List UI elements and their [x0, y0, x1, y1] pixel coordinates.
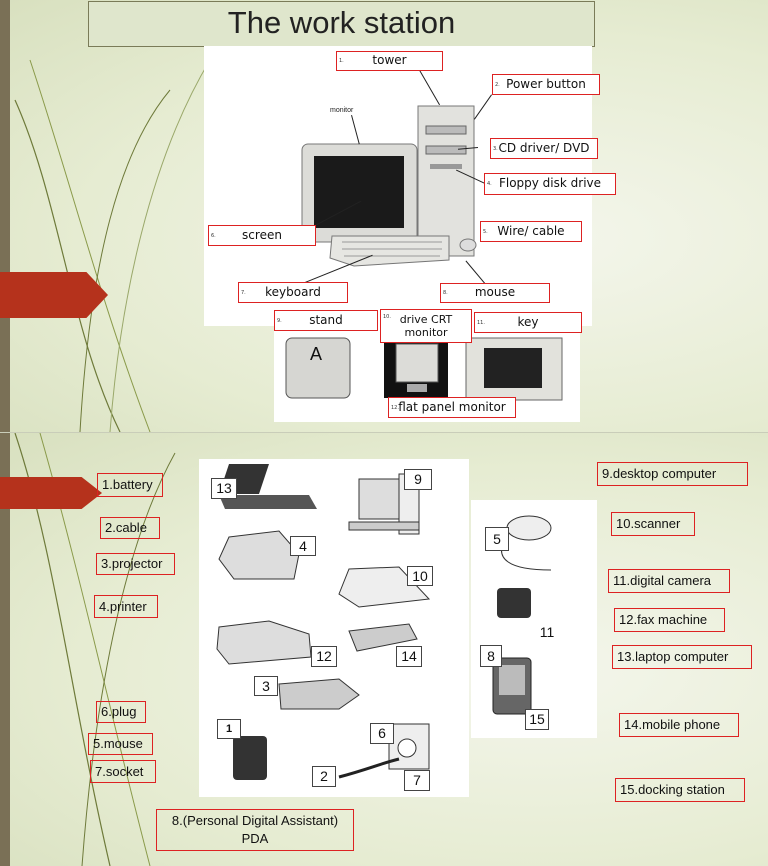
vocab-docking-station: 15.docking station: [615, 778, 745, 802]
red-arrow: [0, 272, 108, 318]
left-accent-bar: [0, 433, 10, 866]
vocab-scanner: 10.scanner: [611, 512, 695, 536]
devices-picture: [199, 459, 469, 797]
slide-devices: 13 9 4 10 12 14 3 1 6 2 7 5 11 8 15 1.ba…: [0, 433, 768, 866]
label-keyboard: 7.keyboard: [238, 282, 348, 303]
picture-number: 14: [396, 646, 422, 667]
monitor-types-illustration: [285, 336, 563, 401]
label-power-button: 2.Power button: [492, 74, 600, 95]
vocab-plug: 6.plug: [96, 701, 146, 723]
battery-mark: 1: [217, 719, 241, 739]
picture-number: 9: [404, 469, 432, 490]
picture-number: 5: [485, 527, 509, 551]
picture-number: 10: [407, 566, 433, 586]
vocab-battery: 1.battery: [97, 473, 163, 497]
label-crt-monitor: 10.drive CRT monitor: [380, 309, 472, 343]
label-screen: 6.screen: [208, 225, 316, 246]
picture-number: 2: [312, 766, 336, 787]
label-key: 11.key: [474, 312, 582, 333]
picture-number: 15: [525, 709, 549, 730]
vocab-cable: 2.cable: [100, 517, 160, 539]
picture-number: 8: [480, 645, 502, 667]
label-tower: 1.tower: [336, 51, 443, 71]
decorative-curves: [14, 59, 211, 432]
vocab-projector: 3.projector: [96, 553, 175, 575]
devices-illustration-right: [492, 515, 552, 715]
label-flat-panel-monitor: 12.flat panel monitor: [388, 397, 516, 418]
vocab-desktop-computer: 9.desktop computer: [597, 462, 748, 486]
label-stand: 9.stand: [274, 310, 378, 331]
label-mouse: 8.mouse: [440, 283, 550, 303]
vocab-fax-machine: 12.fax machine: [614, 608, 725, 632]
label-floppy-drive: 4.Floppy disk drive: [484, 173, 616, 195]
vocab-mouse: 5.mouse: [88, 733, 153, 755]
vocab-printer: 4.printer: [94, 595, 158, 618]
picture-number: 3: [254, 676, 278, 696]
picture-number: 7: [404, 770, 430, 791]
picture-number: 6: [370, 723, 394, 744]
vocab-socket: 7.socket: [90, 760, 156, 783]
vocab-mobile-phone: 14.mobile phone: [619, 713, 739, 737]
left-accent-bar: [0, 0, 10, 432]
picture-number: 11: [539, 624, 555, 640]
page-title: The work station: [88, 1, 595, 47]
monitor-caption: monitor: [330, 107, 354, 114]
screen-icon: [314, 156, 404, 228]
picture-number: 12: [311, 646, 337, 667]
vocab-laptop-computer: 13.laptop computer: [612, 645, 752, 669]
devices-illustration: [216, 464, 431, 780]
label-cd-driver: 3.CD driver/ DVD: [490, 138, 598, 159]
slide-separator: [0, 432, 768, 433]
key-letter: A: [310, 344, 323, 364]
label-wire-cable: 5.Wire/ cable: [480, 221, 582, 242]
vocab-pda: 8.(Personal Digital Assistant) PDA: [156, 809, 354, 851]
vocab-digital-camera: 11.digital camera: [608, 569, 730, 593]
slide-workstation: The work station A mo: [0, 0, 768, 432]
picture-number: 13: [211, 478, 237, 499]
picture-number: 4: [290, 536, 316, 556]
devices-picture-right: [471, 500, 597, 738]
red-arrow: [0, 477, 102, 509]
